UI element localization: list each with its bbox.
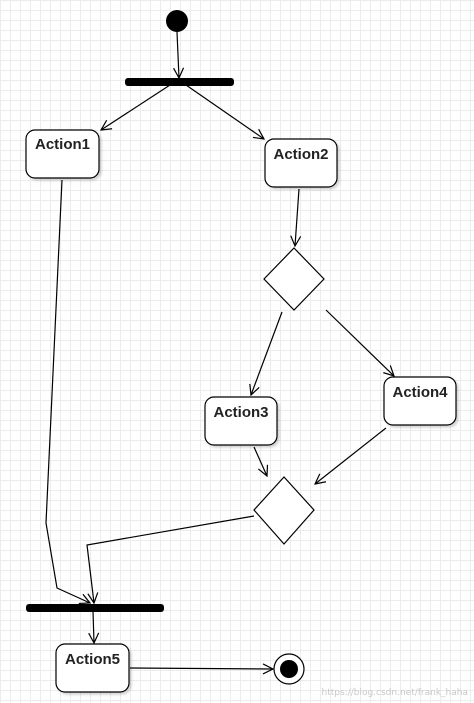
- edge-merge-to-join: [86, 515, 255, 603]
- action4-label: Action4: [392, 384, 448, 401]
- edge-action3-to-merge: [253, 446, 267, 476]
- edge-decision-to-action3: [251, 311, 283, 395]
- edge-fork-to-action1: [101, 84, 171, 130]
- action5-node[interactable]: [55, 643, 130, 693]
- action1-node[interactable]: [25, 129, 100, 179]
- merge-diamond[interactable]: [253, 476, 315, 545]
- final-node[interactable]: [273, 653, 305, 685]
- action2-node[interactable]: [264, 138, 338, 188]
- join-bar[interactable]: [26, 604, 164, 612]
- action2-label: Action2: [273, 146, 328, 163]
- edge-action2-to-decision: [295, 188, 299, 246]
- action5-label: Action5: [65, 651, 120, 668]
- initial-node[interactable]: [166, 10, 188, 32]
- edge-decision-to-action4: [325, 309, 394, 376]
- edge-action5-to-end: [129, 668, 273, 669]
- edge-fork-to-action2: [185, 84, 264, 139]
- edge-start-to-fork: [177, 31, 179, 78]
- watermark-text: https://blog.csdn.net/frank_haha: [321, 688, 468, 698]
- fork-bar[interactable]: [125, 78, 234, 86]
- edge-action1-to-join: [45, 179, 90, 603]
- action3-label: Action3: [213, 404, 268, 421]
- edge-join-to-action5: [93, 610, 94, 643]
- edge-action4-to-merge: [315, 427, 387, 484]
- decision-diamond[interactable]: [263, 247, 325, 311]
- action4-node[interactable]: [383, 376, 457, 426]
- action1-label: Action1: [35, 136, 90, 153]
- action3-node[interactable]: [204, 396, 278, 446]
